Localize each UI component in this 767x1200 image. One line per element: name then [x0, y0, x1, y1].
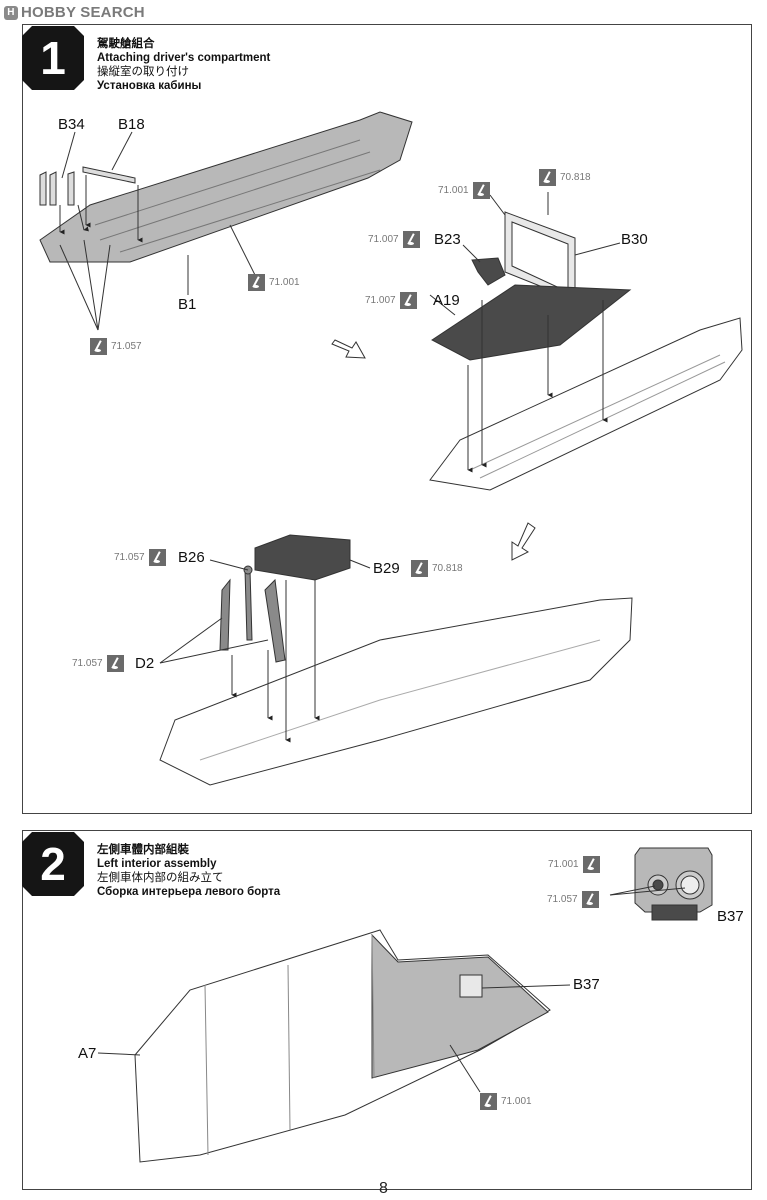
paint-ref: 71.057	[90, 338, 142, 355]
step-1-title-ru: Установка кабины	[97, 80, 202, 92]
paint-brush-icon	[106, 655, 124, 672]
paint-brush-icon	[581, 891, 599, 908]
paint-brush-icon	[411, 560, 428, 577]
chassis-1	[429, 317, 743, 491]
step-2-title-ru: Сборка интерьера левого борта	[97, 886, 281, 898]
step-2-title-en: Left interior assembly	[97, 858, 217, 870]
part-label-b37: B37	[573, 976, 600, 993]
part-d2	[219, 578, 286, 663]
step-1-title-ja: 操縦室の取り付け	[97, 66, 189, 78]
step-1-title-en: Attaching driver's compartment	[97, 52, 271, 64]
shaded-section	[371, 933, 549, 1079]
part-label-b30: B30	[621, 231, 648, 248]
direction-arrow-2	[511, 522, 536, 561]
step-2-titles: 左側車體内部組裝 Left interior assembly 左側車体内部の組…	[97, 843, 280, 899]
step-2-title-zh: 左側車體内部組裝	[97, 844, 189, 856]
paint-ref: 71.001	[248, 274, 300, 291]
paint-ref: 71.007	[368, 231, 420, 248]
part-label-b1: B1	[178, 296, 197, 313]
part-label-b23: B23	[434, 231, 461, 248]
step-1-title-zh: 駕駛艙組合	[97, 38, 155, 50]
part-label-d2: D2	[135, 655, 155, 672]
paint-ref: 71.057	[114, 549, 166, 566]
part-a19	[431, 284, 632, 361]
part-label-b18: B18	[118, 116, 145, 133]
paint-ref: 71.007	[365, 292, 417, 309]
part-label-b37-detail: B37	[717, 908, 744, 925]
part-label-a7: A7	[78, 1045, 97, 1062]
paint-brush-icon	[402, 231, 420, 248]
paint-brush-icon	[582, 856, 600, 873]
step-1-number: 1	[22, 26, 84, 90]
part-label-b34: B34	[58, 116, 85, 133]
watermark: H HOBBY SEARCH	[4, 4, 145, 21]
part-label-b29: B29	[373, 560, 400, 577]
step-2-title-ja: 左側車体内部の組み立て	[97, 872, 224, 884]
page-number: 8	[379, 1180, 388, 1197]
step-2-number: 2	[22, 832, 84, 896]
step-1-titles: 駕駛艙組合 Attaching driver's compartment 操縦室…	[97, 37, 270, 93]
paint-brush-icon	[148, 549, 166, 566]
paint-ref: 71.001	[480, 1093, 532, 1110]
part-b23	[471, 257, 506, 286]
paint-brush-icon	[480, 1093, 497, 1110]
paint-ref: 71.057	[72, 655, 124, 672]
part-b26	[244, 569, 253, 641]
part-b29	[254, 534, 351, 581]
paint-brush-icon	[539, 169, 556, 186]
watermark-text: HOBBY SEARCH	[21, 4, 145, 21]
part-b18	[82, 166, 136, 184]
part-label-a19: A19	[433, 292, 460, 309]
paint-brush-icon	[90, 338, 107, 355]
part-label-b26: B26	[178, 549, 205, 566]
paint-brush-icon	[248, 274, 265, 291]
part-b34	[39, 171, 75, 206]
chassis-2	[159, 597, 633, 786]
paint-ref: 70.818	[411, 560, 463, 577]
paint-ref: 71.057	[547, 891, 599, 908]
paint-ref: 71.001	[438, 182, 490, 199]
paint-ref: 70.818	[539, 169, 591, 186]
direction-arrow-1	[331, 339, 366, 359]
paint-ref: 71.001	[548, 856, 600, 873]
floor-pan-b1	[39, 111, 413, 263]
paint-brush-icon	[399, 292, 417, 309]
hobby-search-logo-icon: H	[4, 5, 18, 20]
paint-brush-icon	[472, 182, 490, 199]
